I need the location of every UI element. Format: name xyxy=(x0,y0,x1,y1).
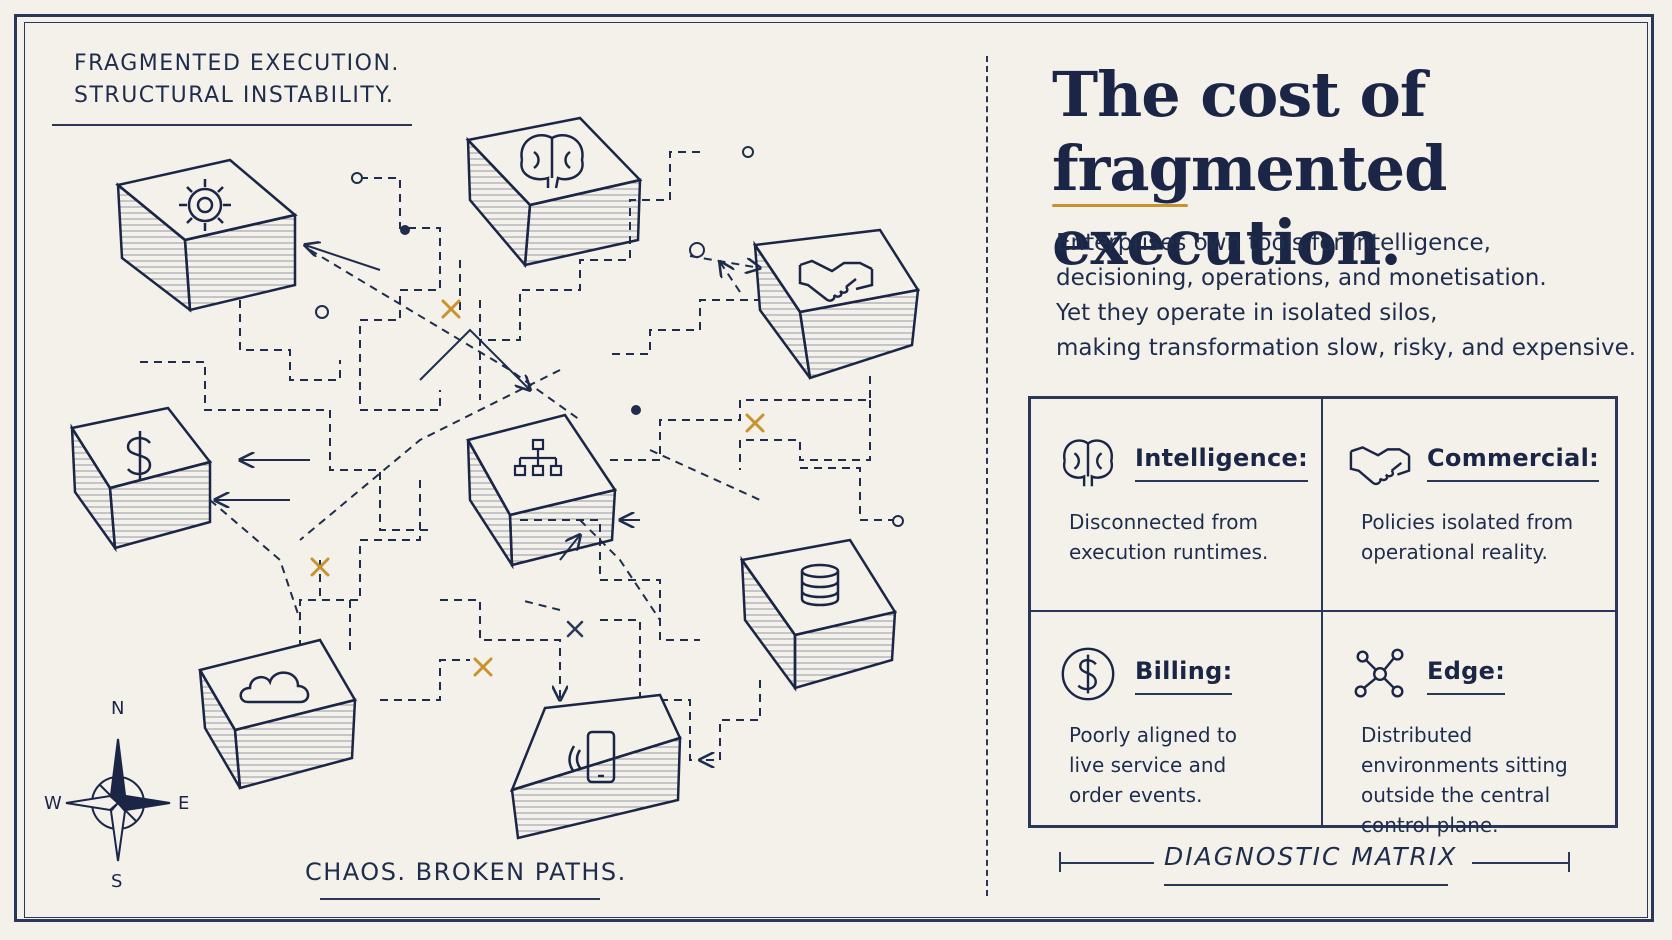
compass-w: W xyxy=(44,793,62,814)
matrix-title: Commercial: xyxy=(1427,444,1600,482)
chaos-diagram: N S W E xyxy=(44,116,921,892)
database-icon xyxy=(800,563,840,607)
title-line2: fragmented execution. xyxy=(1052,132,1447,279)
matrix-title: Intelligence: xyxy=(1135,444,1308,482)
matrix-body-line: environments sitting xyxy=(1361,753,1568,777)
matrix-body: Policies isolated from operational reali… xyxy=(1361,507,1591,567)
bottom-caption-underline xyxy=(320,898,600,900)
matrix-cell-edge: Edge: Distributed environments sitting o… xyxy=(1323,612,1615,837)
broken-paths xyxy=(140,151,895,760)
compass-s: S xyxy=(111,871,122,892)
intro-paragraph: Enterprises own tools for intelligence, … xyxy=(1056,226,1636,366)
title-line1: The cost of xyxy=(1052,58,1427,131)
bottom-caption: CHAOS. BROKEN PATHS. xyxy=(305,858,627,886)
cloud-icon xyxy=(239,671,310,704)
phone-block xyxy=(509,693,682,840)
handshake-icon xyxy=(798,259,874,302)
cloud-block xyxy=(198,638,357,790)
break-mark-ink xyxy=(566,620,584,638)
compass-labels: N S W E xyxy=(44,698,189,892)
matrix-title: Edge: xyxy=(1427,657,1506,695)
brain-block xyxy=(465,116,643,269)
footer-line-left xyxy=(1060,862,1154,864)
intro-line: making transformation slow, risky, and e… xyxy=(1056,335,1637,361)
handshake-icon xyxy=(1349,446,1411,486)
panel-divider xyxy=(986,56,988,896)
top-caption-line1: FRAGMENTED EXECUTION. xyxy=(74,51,400,76)
footer-line-right xyxy=(1472,862,1570,864)
footer-tick-right xyxy=(1568,852,1570,872)
matrix-body: Distributed environments sitting outside… xyxy=(1361,720,1591,840)
top-caption: FRAGMENTED EXECUTION. STRUCTURAL INSTABI… xyxy=(74,48,400,112)
matrix-body-line: outside the central xyxy=(1361,783,1551,807)
matrix-body-line: Disconnected from xyxy=(1069,510,1259,534)
matrix-body-line: Distributed xyxy=(1361,723,1473,747)
dollar-block xyxy=(69,406,213,553)
matrix-body: Disconnected from execution runtimes. xyxy=(1069,507,1299,567)
matrix-cell-intelligence: Intelligence: Disconnected from executio… xyxy=(1031,399,1323,612)
matrix-footer-label: DIAGNOSTIC MATRIX xyxy=(1164,842,1458,871)
matrix-body-line: execution runtimes. xyxy=(1069,540,1269,564)
diagnostic-matrix: Intelligence: Disconnected from executio… xyxy=(1028,396,1618,837)
smartphone-icon xyxy=(568,730,616,784)
matrix-body: Poorly aligned to live service and order… xyxy=(1069,720,1299,810)
database-block xyxy=(739,538,897,692)
top-caption-line2: STRUCTURAL INSTABILITY. xyxy=(74,83,395,108)
gear-icon xyxy=(179,179,231,231)
matrix-cell-commercial: Commercial: Policies isolated from opera… xyxy=(1323,399,1615,612)
matrix-cell-billing: Billing: Poorly aligned to live service … xyxy=(1031,612,1323,825)
intro-line: Yet they operate in isolated silos, xyxy=(1056,300,1438,326)
compass-rose xyxy=(65,738,171,862)
intro-line: decisioning, operations, and monetisatio… xyxy=(1056,265,1547,291)
dollar-icon xyxy=(126,431,152,481)
solid-arrows xyxy=(215,245,640,561)
title-accent-underline xyxy=(1052,204,1188,207)
matrix-body-line: Policies isolated from xyxy=(1361,510,1574,534)
page-title: The cost of fragmented execution. xyxy=(1052,58,1632,280)
matrix-body-line: Poorly aligned to xyxy=(1069,723,1237,747)
brain-icon xyxy=(1062,439,1114,487)
path-endpoints xyxy=(315,146,904,527)
matrix-title: Billing: xyxy=(1135,657,1233,695)
matrix-body-line: control plane. xyxy=(1361,813,1499,837)
footer-label-underline xyxy=(1164,884,1448,886)
matrix-body-line: operational reality. xyxy=(1361,540,1548,564)
matrix-body-line: order events. xyxy=(1069,783,1203,807)
inner-frame xyxy=(24,22,1648,918)
brain-icon xyxy=(520,134,584,189)
top-caption-underline xyxy=(52,124,412,126)
hierarchy-block xyxy=(466,413,618,570)
matrix-body-line: live service and xyxy=(1069,753,1227,777)
network-node-icon xyxy=(1354,648,1404,698)
outer-frame xyxy=(14,14,1654,922)
intro-line: Enterprises own tools for intelligence, xyxy=(1056,230,1491,256)
handshake-block xyxy=(752,228,921,380)
break-marks xyxy=(310,299,765,677)
dollar-icon xyxy=(1061,647,1115,701)
compass-e: E xyxy=(178,793,189,814)
hierarchy-icon xyxy=(513,438,563,477)
compass-n: N xyxy=(111,698,124,719)
gear-block xyxy=(115,158,298,313)
